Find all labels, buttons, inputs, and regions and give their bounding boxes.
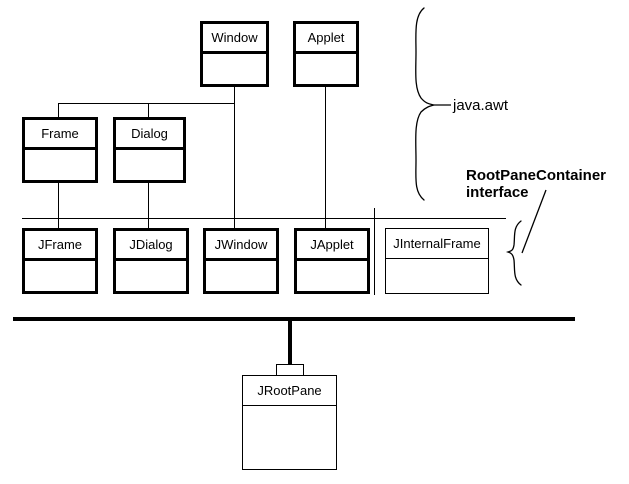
interface-label-line1: RootPaneContainer [466,167,607,184]
connector-window-trunk [234,87,235,218]
java-awt-brace [415,7,435,201]
class-box-jwindow[interactable]: JWindow [203,228,279,294]
connector-jwindow-riser [234,218,235,228]
package-label: java.awt [453,97,509,114]
class-box-jinternalframe-label: JInternalFrame [386,229,488,259]
connector-dialog-drop [148,183,149,218]
connector-applet-trunk [325,87,326,218]
connector-frame-riser [58,103,59,117]
connector-awt-bus [58,103,235,104]
connector-frame-drop [58,183,59,218]
class-box-window[interactable]: Window [200,21,269,87]
class-box-applet[interactable]: Applet [293,21,359,87]
interface-label-line2: interface [466,184,529,201]
class-box-japplet[interactable]: JApplet [294,228,370,294]
connector-dialog-riser [148,103,149,117]
rootpane-notch [276,364,304,376]
interface-label: RootPaneContainer interface [466,167,606,201]
class-box-jinternalframe[interactable]: JInternalFrame [385,228,489,294]
connector-rootpane-stem [288,318,292,374]
internal-frame-group-divider [374,208,375,295]
class-box-dialog[interactable]: Dialog [113,117,186,183]
class-box-jdialog-label: JDialog [116,231,186,261]
class-box-jdialog[interactable]: JDialog [113,228,189,294]
class-box-jframe-label: JFrame [25,231,95,261]
class-box-jframe[interactable]: JFrame [22,228,98,294]
connector-jdialog-riser [148,218,149,228]
connector-jframe-riser [58,218,59,228]
class-box-japplet-label: JApplet [297,231,367,261]
rootpanecontainer-brace [505,220,522,286]
class-box-jrootpane-label: JRootPane [243,376,336,406]
class-box-frame-label: Frame [25,120,95,150]
class-box-dialog-label: Dialog [116,120,183,150]
class-box-window-label: Window [203,24,266,54]
class-box-jwindow-label: JWindow [206,231,276,261]
connector-japplet-riser [325,218,326,228]
class-box-frame[interactable]: Frame [22,117,98,183]
rootpane-separator-rule [13,317,575,321]
swing-separator-line [22,218,506,219]
class-box-jrootpane[interactable]: JRootPane [242,375,337,470]
class-box-applet-label: Applet [296,24,356,54]
